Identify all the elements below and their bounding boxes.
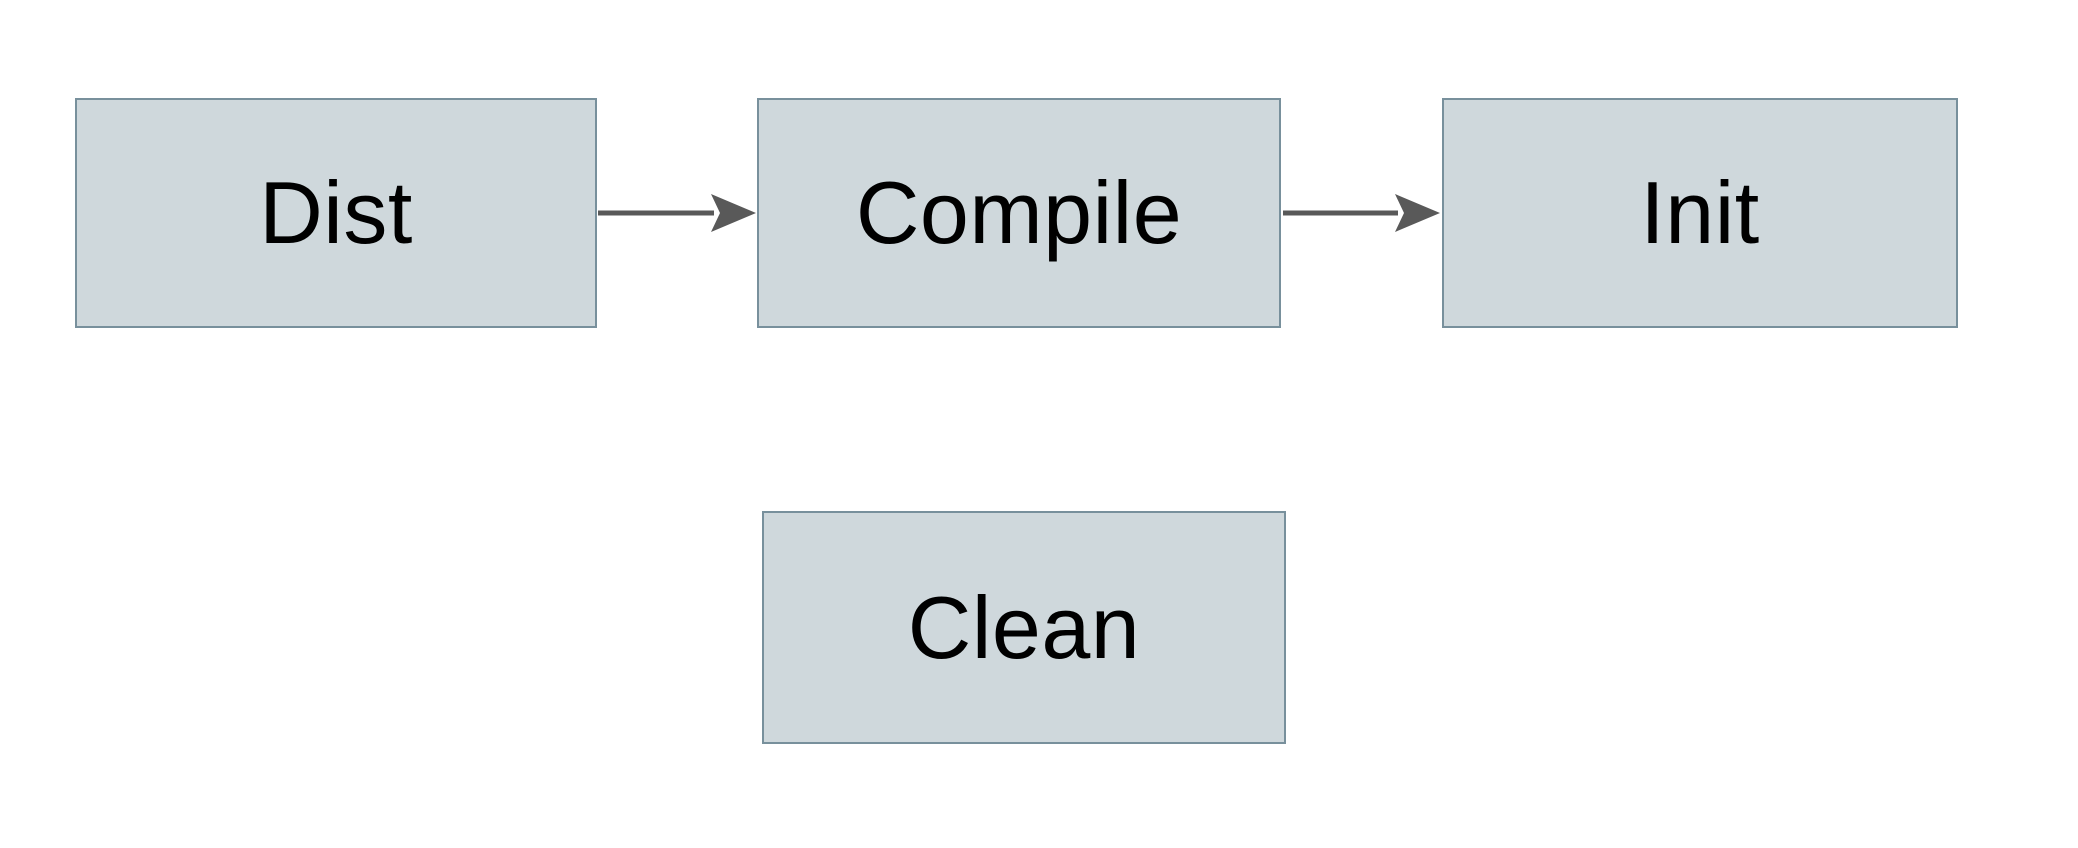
node-clean-label: Clean [907, 577, 1141, 677]
node-compile[interactable]: Compile [757, 98, 1281, 328]
node-compile-label: Compile [855, 163, 1183, 262]
node-dist[interactable]: Dist [75, 98, 597, 328]
node-clean[interactable]: Clean [762, 511, 1286, 744]
arrow-dist-to-compile[interactable] [598, 194, 756, 232]
arrow-compile-to-init[interactable] [1283, 194, 1440, 232]
node-init[interactable]: Init [1442, 98, 1958, 328]
node-init-label: Init [1640, 163, 1760, 262]
node-dist-label: Dist [259, 163, 413, 262]
